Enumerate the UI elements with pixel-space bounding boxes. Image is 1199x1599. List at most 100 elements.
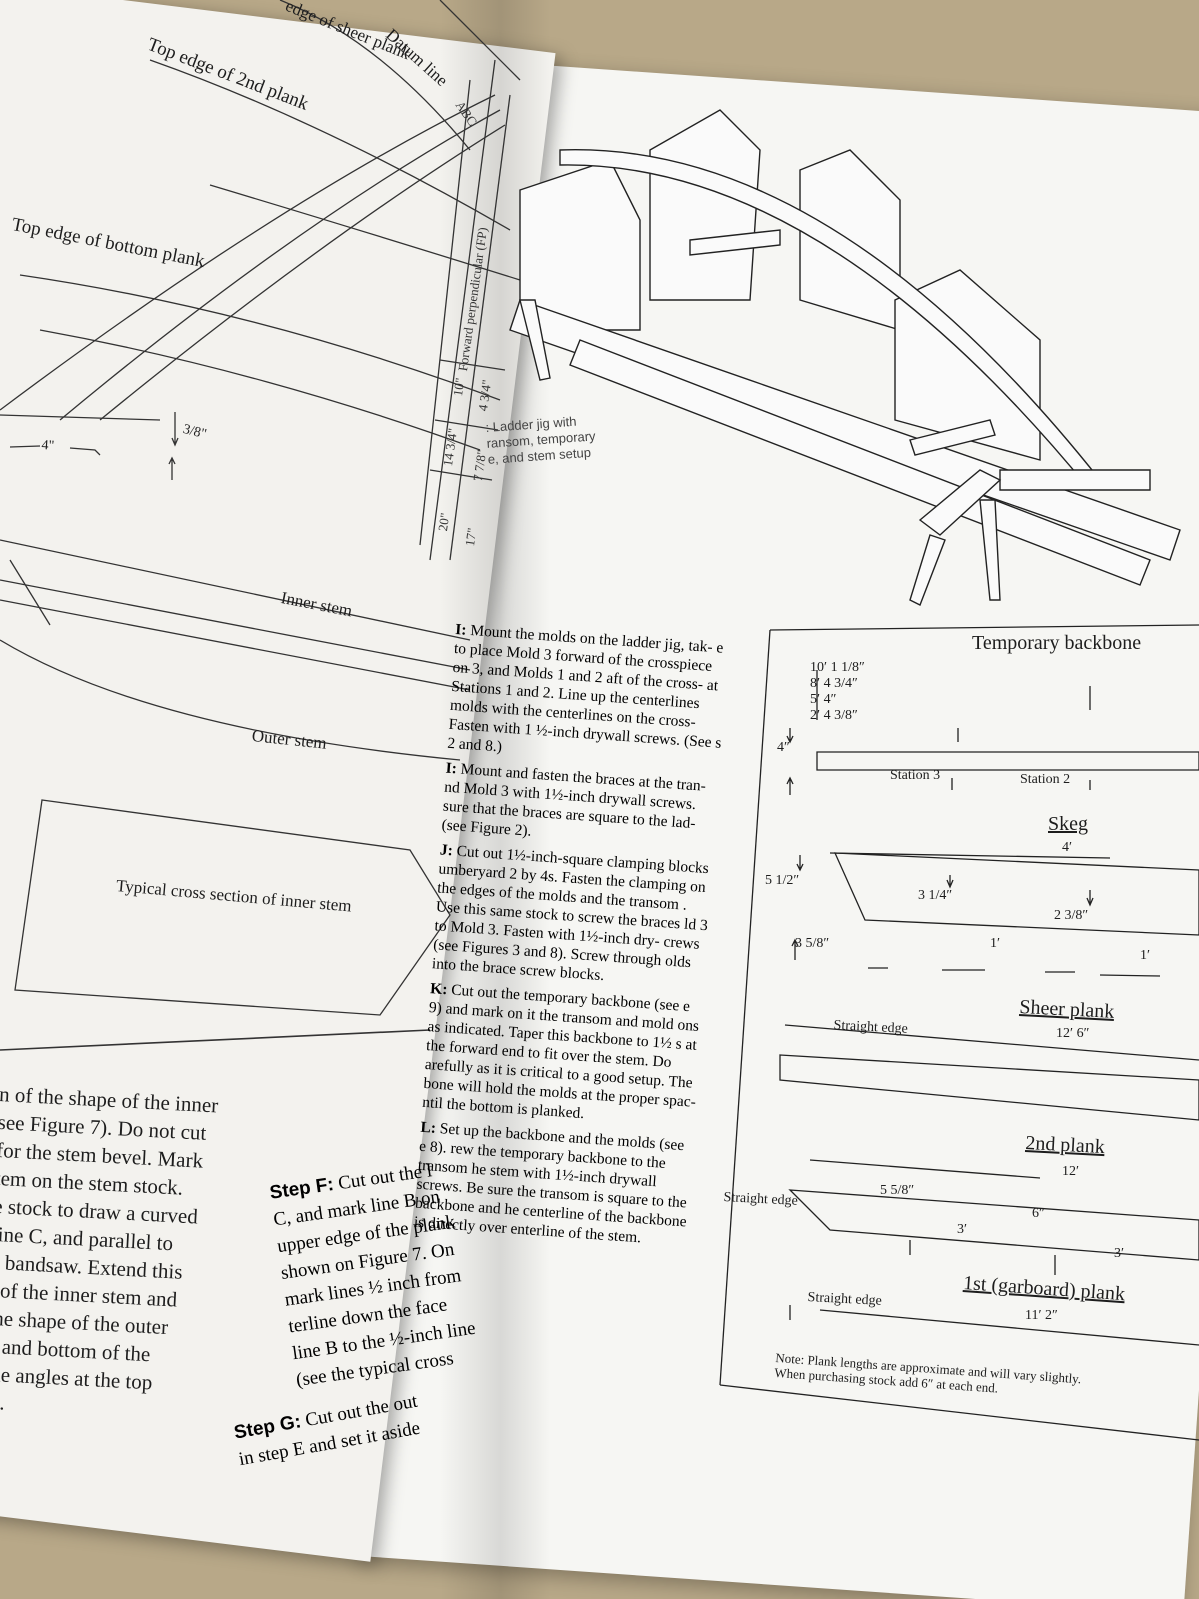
second-dim-line xyxy=(809,1159,1041,1179)
para-k-text: Cut out the temporary backbone (see e 9)… xyxy=(421,981,700,1123)
tb-dim-3: 5′ 4″ xyxy=(810,692,837,707)
instructions-column: I: Mount the molds on the ladder jig, ta… xyxy=(413,620,731,1257)
temporary-backbone-shape xyxy=(816,751,1199,771)
second-plank-shape xyxy=(788,1189,1199,1261)
second-height-1: 5 5/8″ xyxy=(880,1183,915,1198)
table-row-2 xyxy=(434,419,499,431)
sheer-length: 12′ 6″ xyxy=(1056,1026,1090,1041)
top-2nd-plank-line xyxy=(149,59,511,231)
stem-layout-diagram xyxy=(0,0,521,1051)
para-l-label: L: xyxy=(419,1118,437,1137)
second-length: 12′ xyxy=(1062,1164,1080,1179)
figure-caption-ladder-jig: : Ladder jig with ransom, temporary e, a… xyxy=(485,413,596,467)
plank-line-c xyxy=(39,329,481,451)
top-bottom-plank-line xyxy=(19,274,501,401)
dim-3-8-arrow xyxy=(171,412,179,447)
dim-3-8-arrow-2 xyxy=(168,456,176,480)
skeg-spacing-2: 1′ xyxy=(1140,948,1151,963)
sheer-edge-line xyxy=(279,0,471,151)
second-arrows xyxy=(909,1240,1056,1275)
baseline-short xyxy=(0,414,161,421)
para-j-clamping-blocks: J: Cut out 1½-inch-square clamping block… xyxy=(431,840,715,992)
skeg-dim-line xyxy=(829,852,1111,859)
inner-stem-line-1 xyxy=(0,539,471,641)
table-row-1 xyxy=(439,359,506,371)
stem-curve-3 xyxy=(99,124,506,421)
sawhorse-top xyxy=(918,469,1002,536)
dim-4: 4" xyxy=(40,438,55,454)
plank-figure xyxy=(719,624,1199,1441)
page-divider-rule xyxy=(0,1029,431,1051)
fp-table-line-2 xyxy=(449,94,511,561)
ladder-rung xyxy=(999,469,1151,491)
para-l-text: Set up the backbone and the molds (see e… xyxy=(413,1120,688,1247)
skeg-length: 4′ xyxy=(1062,840,1073,855)
skeg-spacing-dims xyxy=(868,967,1161,977)
skeg-spacing-1: 1′ xyxy=(990,936,1001,951)
outer-stem-line-1 xyxy=(0,599,471,691)
table-value-3: 20" xyxy=(435,511,453,533)
para-i-label: I: xyxy=(454,620,468,639)
jig-leg-left xyxy=(519,299,551,381)
figure-frame-top xyxy=(769,624,1199,631)
heading-sheer-plank: Sheer plank xyxy=(1018,996,1115,1023)
crosspiece-2 xyxy=(909,419,996,456)
garboard-length: 11′ 2″ xyxy=(1025,1308,1058,1323)
ladder-jig-illustration xyxy=(509,109,1181,606)
para-j-text: Cut out 1½-inch-square clamping blocks u… xyxy=(431,842,710,985)
skeg-3-1-4-arrow xyxy=(946,875,954,889)
tb-dim-4: 2′ 4 3/8″ xyxy=(810,708,858,723)
heading-skeg: Skeg xyxy=(1048,813,1088,835)
stem-end-mark xyxy=(9,559,51,626)
left-body-text: n of the shape of the inner see Figure 7… xyxy=(0,1080,270,1430)
dim-4-arrows xyxy=(9,445,101,456)
table-value-1: 10" xyxy=(450,376,468,398)
sheer-dim-line xyxy=(784,1024,1199,1061)
skeg-h-arrow-top xyxy=(796,855,804,872)
heading-temporary-backbone: Temporary backbone xyxy=(972,632,1142,654)
label-station-3: Station 3 xyxy=(890,768,941,783)
skeg-height-3: 2 3/8″ xyxy=(1054,908,1089,923)
mold-2 xyxy=(649,109,761,301)
table-value-6: 17" xyxy=(462,526,480,548)
tb-height-arrow-2 xyxy=(786,776,794,795)
figure-frame-left xyxy=(719,629,771,1386)
para-l-setup: L: Set up the backbone and the molds (se… xyxy=(413,1118,695,1251)
stem-curve-2 xyxy=(59,109,501,421)
inner-stem-line-2 xyxy=(0,579,471,671)
crosspiece-1 xyxy=(689,229,781,256)
para-k-label: K: xyxy=(429,980,448,999)
skeg-shape xyxy=(833,852,1199,936)
mold-1 xyxy=(519,159,641,331)
second-spacing-1: 3′ xyxy=(957,1222,968,1237)
skeg-h-arrow-bottom xyxy=(791,938,799,960)
sawhorse-leg-1 xyxy=(909,534,946,606)
tb-height: 4″ xyxy=(777,740,790,755)
tb-dim-1: 10′ 1 1/8″ xyxy=(810,660,865,675)
second-spacing-2: 3′ xyxy=(1114,1246,1125,1261)
ladder-rail-1 xyxy=(509,299,1181,561)
tb-height-arrow xyxy=(786,728,794,744)
skeg-2-3-8-arrow xyxy=(1086,890,1094,907)
para-i-braces: I: Mount and fasten the braces at the tr… xyxy=(441,759,721,854)
datum-line xyxy=(439,0,521,81)
sheer-plank-shape xyxy=(779,1054,1199,1121)
para-k-backbone: K: Cut out the temporary backbone (see e… xyxy=(422,979,706,1131)
para-i2-label: I: xyxy=(445,759,458,778)
stem-curve-1 xyxy=(0,94,496,411)
skeg-width: 3 5/8″ xyxy=(795,936,830,951)
para-i-text: Mount the molds on the ladder jig, tak- … xyxy=(446,622,724,756)
outer-stem-curve xyxy=(0,639,461,761)
inner-stem-cross-section xyxy=(14,799,451,1016)
sawhorse-leg-2 xyxy=(979,499,1001,601)
plank-line-b xyxy=(209,184,521,281)
para-j-label: J: xyxy=(439,841,454,860)
heading-second-plank: 2nd plank xyxy=(1024,1132,1106,1159)
tb-dim-2: 8′ 4 3/4″ xyxy=(810,676,858,691)
para-i2-text: Mount and fasten the braces at the tran-… xyxy=(441,760,707,840)
second-height-2: 6″ xyxy=(1032,1206,1045,1221)
label-station-2: Station 2 xyxy=(1020,772,1071,787)
para-i-mount-molds: I: Mount the molds on the ladder jig, ta… xyxy=(447,620,731,772)
